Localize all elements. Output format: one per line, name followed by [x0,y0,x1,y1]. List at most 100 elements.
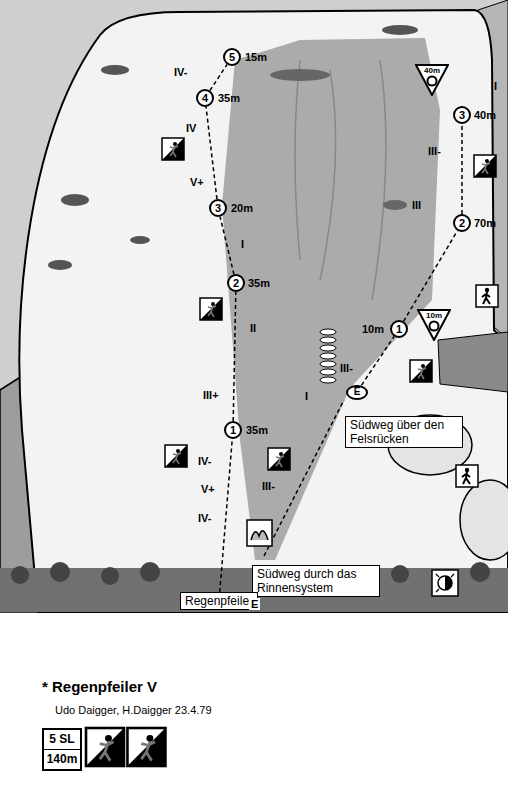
ladder-symbol [320,345,336,351]
grade-label: III- [428,145,441,157]
pitch-count-box: 5 SL140m [42,728,82,771]
abseil-triangle: 10m [417,309,451,341]
belay-number-text: 2 [459,218,465,229]
node-text: E [354,387,361,397]
vegetation-band [140,562,160,582]
rock-pillar [460,480,508,560]
rock-holes [383,200,407,210]
climber-icons [474,155,496,177]
hiker-icons [456,285,498,487]
belay-number: 1 [224,421,242,439]
belay-number-text: 2 [233,278,239,289]
belay-number-text: 3 [459,110,465,121]
ladder-symbol [320,353,336,359]
grade-label: III+ [203,389,219,401]
bush-symbol [247,520,272,546]
belay-number-text: 3 [215,203,221,214]
first-ascent-caption: Udo Daigger, H.Daigger 23.4.79 [55,704,212,716]
grade-label: III- [262,480,275,492]
rock-holes [101,65,129,75]
sun-symbol [436,574,454,592]
grade-label: III- [340,362,353,374]
ladder-symbol [320,329,336,335]
ladder-symbol [320,361,336,367]
route-line [404,231,458,322]
route-line [220,217,234,274]
grade-label: IV- [198,512,211,524]
grade-label: IV- [174,66,187,78]
approach-path [264,400,344,556]
grade-label: I [241,238,244,250]
route-line [233,292,236,421]
pitch-length: 35m [218,92,240,104]
pitch-length: 70m [474,217,496,229]
route-type-icons [86,728,124,766]
route-line [220,439,233,592]
route-title: * Regenpfeiler V [42,678,157,696]
belay-number-text: 1 [396,324,402,335]
abseil-ring [430,322,439,331]
start-marker: E [346,385,368,400]
rock-pillar [19,10,508,612]
route-name-box: Regenpfeiler [180,592,258,610]
sun-symbol [445,576,452,590]
path-label-box: Südweg über den Felsrücken [345,416,463,448]
sun-symbol [438,576,452,590]
node-text: Südweg durch das Rinnensystem [257,567,375,595]
vegetation-band [11,566,29,584]
belay-number: 3 [209,199,227,217]
bush-symbol [251,531,268,540]
rock-pillar [19,10,508,612]
grade-label: I [305,390,308,402]
abseil-triangle: 40m [415,64,449,96]
vegetation-band [470,562,490,582]
grade-label: IV- [198,455,211,467]
belay-number: 2 [453,214,471,232]
sun-symbol [432,570,458,596]
vegetation-band [0,562,508,612]
belay-number-text: 4 [202,93,208,104]
pitch-length: 40m [474,109,496,121]
rock-holes [61,194,89,206]
triangle-outline [416,65,448,95]
ladder-symbol [320,377,336,383]
rock-ground [0,0,508,612]
belay-number-text: 1 [230,425,236,436]
abseil-ring [428,77,437,86]
grade-label: II [250,322,256,334]
pitch-length: 35m [246,424,268,436]
hiker-icons [456,465,478,487]
rock-holes [130,236,150,244]
grade-label: V+ [201,483,215,495]
rock-holes [382,25,418,35]
start-marker: E [249,598,260,610]
pitch-length: 10m [362,323,384,335]
route-type-icons [86,728,165,766]
climber-icons [162,138,496,470]
rock-ground [0,0,508,612]
path-label-box: Südweg durch das Rinnensystem [252,565,380,597]
pitch-length: 35m [248,277,270,289]
ladder-symbol [320,329,336,383]
route-line [461,124,463,214]
vegetation-band [50,562,70,582]
belay-number: 1 [390,320,408,338]
belay-number: 3 [453,106,471,124]
node-text: 40m [415,67,449,75]
node-text: Südweg über den Felsrücken [350,418,458,446]
grade-label: III [412,199,421,211]
route-line [206,107,217,199]
sun-symbol [432,570,458,596]
belay-number: 2 [227,274,245,292]
ladder-symbol [320,337,336,343]
grade-label: V+ [190,176,204,188]
vegetation-band [101,567,119,585]
climber-icons [268,448,290,470]
rock-holes [270,69,330,81]
grade-label: IV [186,122,196,134]
climber-icons [165,445,187,467]
pitch-length: 15m [245,51,267,63]
rock-pillar [222,38,440,560]
vegetation-band [391,565,409,583]
belay-number: 4 [196,89,214,107]
